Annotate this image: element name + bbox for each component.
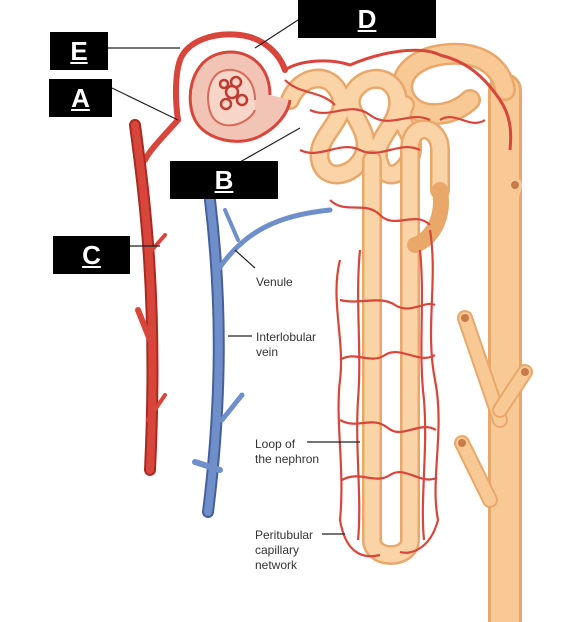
loop-of-nephron-label: Loop of the nephron xyxy=(255,437,320,466)
label-e-box: E xyxy=(50,32,108,70)
label-a-box: A xyxy=(49,79,112,117)
interlobular-vein-label: Interlobular vein xyxy=(256,330,317,359)
peritubular-capillaries xyxy=(284,79,486,558)
interlobular-vein xyxy=(192,194,333,518)
venule-label: Venule xyxy=(256,275,293,289)
collecting-duct xyxy=(391,42,533,622)
label-d-box: D xyxy=(298,0,436,38)
peritubular-network-label: Peritubular capillary network xyxy=(255,528,314,572)
arterioles xyxy=(142,31,513,163)
interlobular-artery xyxy=(129,119,167,476)
label-b-box: B xyxy=(170,161,278,199)
glomerular-capsule xyxy=(188,50,292,143)
leader-lines xyxy=(108,19,360,535)
label-c-box: C xyxy=(53,236,130,274)
